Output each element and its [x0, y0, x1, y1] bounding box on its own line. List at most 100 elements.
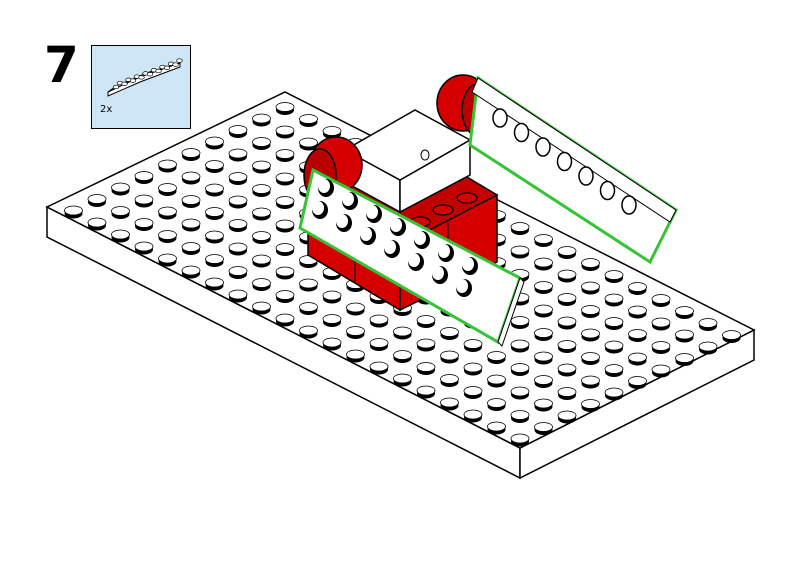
stud-top — [252, 207, 271, 218]
part-quantity: 2x — [100, 104, 113, 115]
plate-hole — [492, 108, 508, 128]
stud-top — [111, 229, 130, 240]
thumb-stud — [176, 58, 183, 63]
stud-top — [534, 351, 553, 362]
plate-stud-highlight — [384, 240, 396, 254]
stud-top — [510, 410, 530, 420]
plate-stud-highlight — [342, 192, 354, 206]
stud-top — [228, 242, 248, 253]
stud-top — [651, 364, 671, 375]
stud-top — [181, 265, 201, 276]
stud-top — [346, 302, 365, 313]
stud-top — [252, 254, 271, 265]
stud-top — [205, 254, 224, 264]
thumb-stud — [146, 72, 154, 77]
stud-top — [487, 351, 506, 361]
stud-top — [322, 290, 342, 301]
stud-top — [158, 253, 177, 264]
stud-top — [252, 160, 271, 171]
stud-top — [416, 385, 436, 396]
stud-top — [228, 125, 248, 135]
stud-top — [416, 315, 436, 325]
step-number: 7 — [44, 36, 79, 94]
stud-top — [275, 266, 295, 277]
plate-part-thumbnail — [107, 58, 183, 97]
stud-top — [463, 339, 483, 349]
stud-top — [322, 126, 342, 136]
stud-top — [557, 246, 577, 256]
stud-top — [534, 257, 553, 268]
plate-stud-highlight — [408, 253, 420, 267]
stud-top — [510, 386, 530, 397]
stud-top — [534, 398, 553, 409]
stud-top — [557, 340, 577, 350]
stud-top — [275, 290, 295, 300]
stud-top — [205, 230, 224, 241]
stud-top — [581, 375, 600, 386]
stud-top — [581, 281, 600, 292]
stud-top — [440, 327, 459, 337]
stud-top — [181, 218, 201, 229]
stud-top — [534, 422, 553, 432]
plate-hole — [513, 122, 530, 143]
stud-top — [557, 316, 577, 327]
plate-hole — [621, 195, 637, 215]
stud-top — [299, 137, 318, 148]
stud-top — [510, 245, 530, 256]
stud-top — [275, 196, 295, 206]
stud-top — [158, 159, 177, 170]
stud-top — [181, 195, 201, 205]
stud-top — [534, 375, 553, 385]
stud-top — [64, 205, 83, 216]
stud-top — [557, 293, 577, 303]
plate-hole — [535, 137, 551, 157]
stud-top — [534, 328, 553, 338]
stud-top — [675, 353, 694, 363]
stud-top — [651, 294, 671, 304]
stud-top — [228, 266, 248, 276]
stud-top — [275, 219, 295, 230]
stud-top — [722, 330, 741, 340]
stud-top — [205, 207, 224, 217]
plate-stud-highlight — [312, 201, 324, 215]
stud-top — [440, 397, 459, 408]
stud-top — [205, 277, 224, 288]
stud-top — [205, 136, 224, 147]
stud-top — [299, 114, 318, 124]
stud-top — [252, 301, 271, 312]
stud-top — [275, 102, 295, 112]
thumb-stud — [138, 75, 145, 80]
stud-top — [628, 352, 647, 363]
stud-top — [534, 281, 553, 291]
stud-top — [628, 329, 647, 339]
stud-top — [440, 350, 459, 361]
plate-stud-highlight — [456, 279, 468, 293]
stud-top — [440, 374, 459, 384]
thumb-stud — [172, 62, 179, 67]
stud-top — [181, 171, 201, 182]
stud-top — [228, 172, 248, 182]
stud-top — [346, 349, 365, 360]
plate-stud-highlight — [390, 218, 402, 232]
stud-top — [87, 194, 107, 204]
stud-top — [510, 363, 530, 373]
stud-top — [463, 386, 483, 396]
stud-top — [463, 362, 483, 373]
stud-top — [87, 217, 107, 228]
stud-top — [463, 409, 483, 420]
stud-top — [416, 338, 436, 349]
stud-top — [252, 113, 271, 124]
stud-top — [299, 302, 318, 312]
stud-top — [322, 314, 342, 324]
stud-top — [675, 329, 694, 340]
stud-top — [510, 339, 530, 350]
stud-top — [134, 171, 154, 181]
stud-top — [228, 219, 248, 229]
stud-top — [581, 399, 600, 409]
stud-top — [604, 317, 624, 327]
stud-top — [651, 341, 671, 351]
stud-top — [534, 304, 553, 315]
stud-top — [369, 314, 389, 325]
plate-hole — [556, 151, 573, 172]
